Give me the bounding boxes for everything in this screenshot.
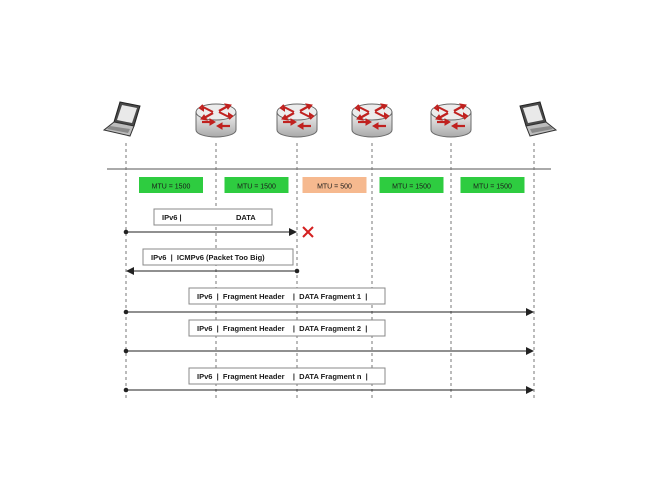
- mtu-badge-bg: [302, 177, 367, 193]
- mtu-badge-bg: [224, 177, 289, 193]
- mtu-label: MTU = 500: [317, 184, 352, 191]
- mtu-badge: MTU = 1500: [139, 177, 203, 193]
- router-icon: [276, 103, 318, 138]
- message-label: IPv6 | Fragment Header | DATA Fragment n…: [197, 372, 368, 381]
- laptop-icon: [102, 101, 141, 137]
- mtu-badge-bg: [379, 177, 444, 193]
- message-1: IPv6 | DATA: [123, 208, 314, 238]
- mtu-badge: MTU = 1500: [224, 177, 289, 193]
- message-3: IPv6 | Fragment Header | DATA Fragment 1…: [123, 287, 534, 316]
- mtu-label: MTU = 1500: [392, 184, 431, 191]
- mtu-badge: MTU = 1500: [460, 177, 525, 193]
- router-icon: [195, 103, 237, 138]
- message-box: [142, 248, 294, 266]
- message-payload-label: DATA: [236, 213, 256, 222]
- mtu-badge: MTU = 1500: [379, 177, 444, 193]
- mtu-badge-bg: [139, 177, 203, 193]
- message-box: [188, 287, 386, 305]
- mtu-label: MTU = 1500: [152, 184, 191, 191]
- message-label: IPv6 | ICMPv6 (Packet Too Big): [151, 253, 265, 262]
- message-4: IPv6 | Fragment Header | DATA Fragment 2…: [123, 319, 534, 355]
- message-2: IPv6 | ICMPv6 (Packet Too Big): [126, 248, 300, 275]
- message-header-label: IPv6 |: [162, 213, 182, 222]
- message-label: IPv6 | Fragment Header | DATA Fragment 2…: [197, 324, 367, 333]
- laptop-icon: [519, 101, 558, 137]
- mtu-badge: MTU = 500: [302, 177, 367, 193]
- dropped-x-icon: [302, 226, 314, 238]
- message-box: [153, 208, 273, 226]
- message-box: [188, 367, 386, 385]
- mtu-badge-bg: [460, 177, 525, 193]
- mtu-label: MTU = 1500: [473, 184, 512, 191]
- message-5: IPv6 | Fragment Header | DATA Fragment n…: [123, 367, 534, 394]
- message-label: IPv6 | Fragment Header | DATA Fragment 1…: [197, 292, 367, 301]
- mtu-label: MTU = 1500: [237, 184, 276, 191]
- router-icon: [351, 103, 393, 138]
- message-box: [188, 319, 386, 337]
- router-icon: [430, 103, 472, 138]
